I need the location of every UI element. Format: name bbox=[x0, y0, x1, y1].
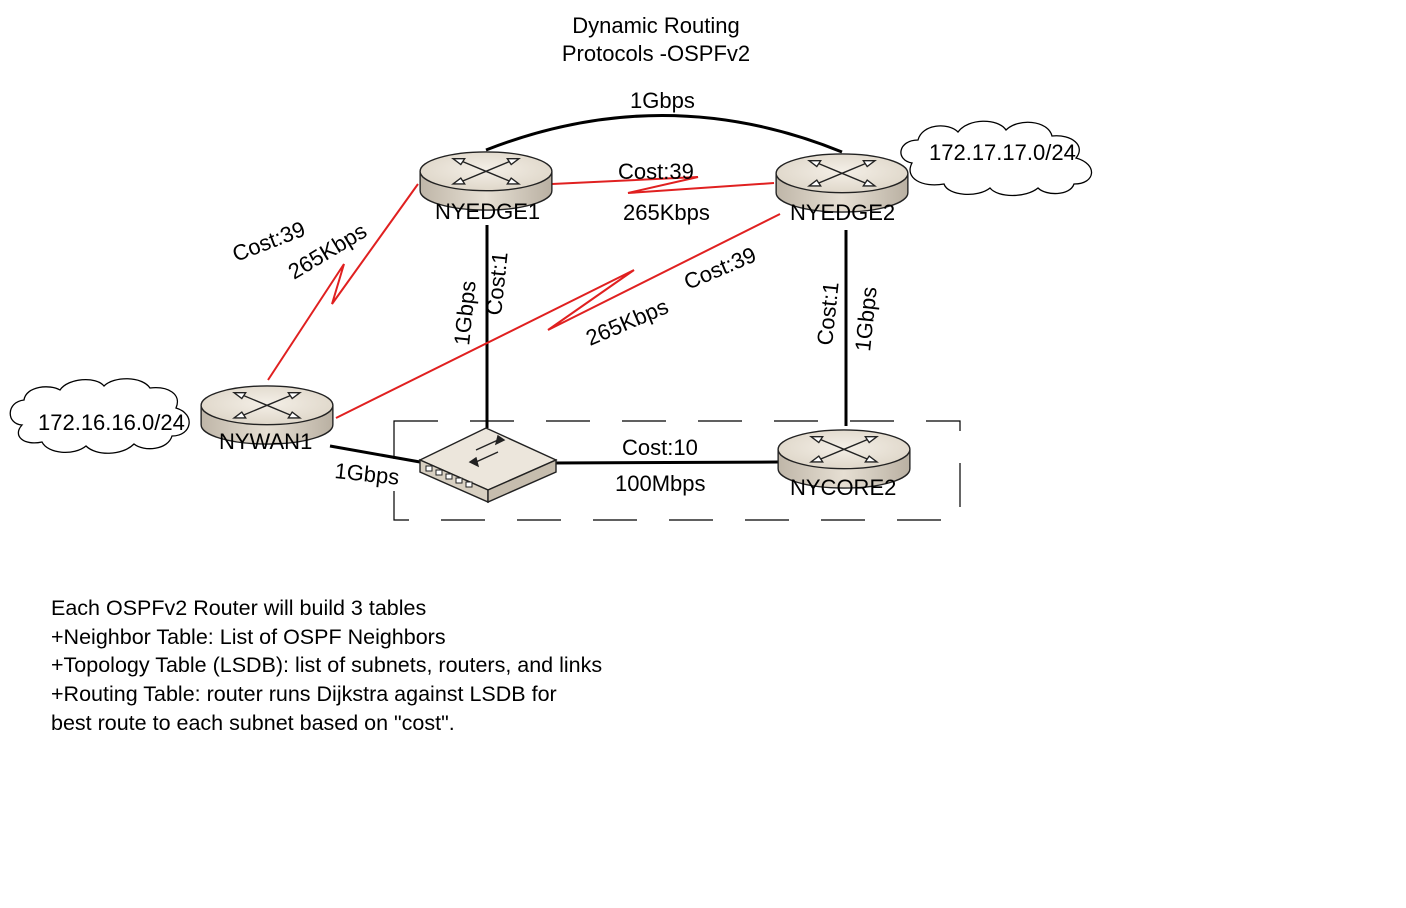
wan1-edge2-cost-label: Cost:39 bbox=[680, 242, 760, 295]
subnet-a-label: 172.17.17.0/24 bbox=[929, 140, 1076, 165]
link-edge1-edge2-ethernet bbox=[485, 114, 843, 154]
notes-line: +Routing Table: router runs Dijkstra aga… bbox=[51, 682, 557, 707]
router-nyedge2-label: NYEDGE2 bbox=[790, 200, 895, 225]
notes-line: best route to each subnet based on "cost… bbox=[51, 710, 455, 735]
diagram-title-line1: Dynamic Routing bbox=[572, 13, 740, 38]
subnet-b-label: 172.16.16.0/24 bbox=[38, 410, 185, 435]
link-switch-core2 bbox=[551, 460, 779, 465]
edge1-edge2-serial-speed-label: 265Kbps bbox=[623, 200, 710, 225]
cloud-subnet-a: 172.17.17.0/24 bbox=[900, 120, 1093, 197]
wan1-switch-speed-label: 1Gbps bbox=[333, 458, 400, 490]
cloud-subnet-b bbox=[9, 378, 190, 454]
notes-line: +Neighbor Table: List of OSPF Neighbors bbox=[51, 624, 446, 649]
switch-core2-speed-label: 100Mbps bbox=[615, 471, 706, 496]
router-nyedge2[interactable]: NYEDGE2 bbox=[775, 153, 909, 225]
edge1-switch-cost-label: Cost:1 bbox=[481, 251, 513, 317]
wan1-edge2-speed-label: 265Kbps bbox=[582, 294, 672, 351]
router-nycore2[interactable]: NYCORE2 bbox=[777, 429, 911, 500]
link-wan1-edge2-serial bbox=[335, 213, 781, 419]
link-wan1-switch bbox=[329, 444, 421, 464]
switch-core2-cost-label: Cost:10 bbox=[622, 435, 698, 460]
notes-line: Each OSPFv2 Router will build 3 tables bbox=[51, 596, 427, 620]
router-nyedge1[interactable]: NYEDGE1 bbox=[419, 151, 553, 224]
switch-ports-icon bbox=[425, 465, 473, 488]
router-nywan1[interactable]: NYWAN1 bbox=[200, 385, 334, 454]
router-nycore2-label: NYCORE2 bbox=[790, 475, 896, 500]
router-nywan1-label: NYWAN1 bbox=[219, 429, 312, 454]
link-edge1-edge2-serial bbox=[551, 176, 775, 194]
lan-segment-box bbox=[393, 420, 961, 521]
edge1-edge2-serial-cost-label: Cost:39 bbox=[618, 159, 694, 184]
diagram-title-line2: Protocols -OSPFv2 bbox=[562, 41, 750, 66]
switch[interactable] bbox=[418, 427, 558, 504]
router-nyedge1-label: NYEDGE1 bbox=[435, 199, 540, 224]
notes-line: +Topology Table (LSDB): list of subnets,… bbox=[51, 653, 603, 678]
edge1-switch-speed-label: 1Gbps bbox=[449, 279, 481, 346]
edge1-edge2-speed-label: 1Gbps bbox=[630, 88, 695, 113]
edge2-core2-cost-label: Cost:1 bbox=[812, 281, 844, 347]
ospf-notes: Each OSPFv2 Router will build 3 tables +… bbox=[51, 594, 751, 738]
edge2-core2-speed-label: 1Gbps bbox=[850, 285, 882, 352]
switch-arrows-icon bbox=[468, 434, 506, 468]
link-wan1-edge1-serial bbox=[267, 183, 419, 381]
